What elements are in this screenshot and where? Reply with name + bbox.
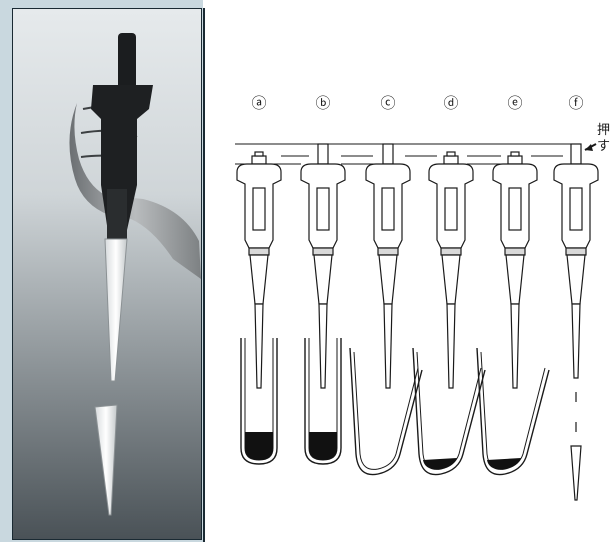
press-label-line2: す	[597, 139, 610, 154]
procedure-diagram-drawing: ⓐ ⓑ ⓒ ⓓ ⓔ ⓕ 押 す	[205, 8, 611, 542]
step-label-b: ⓑ	[315, 94, 330, 112]
pipette-sequence	[237, 144, 598, 500]
plunger-knob	[255, 152, 263, 156]
photo-panel	[0, 0, 203, 542]
grip-ring	[441, 248, 461, 255]
press-label-line1: 押	[597, 123, 610, 138]
ejected-tip	[571, 446, 581, 500]
pipette-tip	[447, 304, 455, 388]
pipette-shaft	[567, 255, 585, 304]
plunger-cap	[252, 156, 266, 164]
liquid-sample	[309, 432, 337, 460]
pipette-tip	[511, 304, 519, 388]
volume-window	[382, 188, 394, 230]
pipette-photo-drawing	[13, 9, 201, 539]
volume-window	[570, 188, 582, 230]
plunger-rod	[383, 144, 393, 164]
plunger-cap	[508, 156, 522, 164]
plunger-knob	[447, 152, 455, 156]
pipette-tip	[384, 304, 392, 388]
pipette-tip	[255, 304, 263, 388]
step-label-d: ⓓ	[443, 94, 458, 112]
plunger-knob	[511, 152, 519, 156]
pipette-shaft	[379, 255, 397, 304]
pipette-shaft	[506, 255, 524, 304]
volume-window	[317, 188, 329, 230]
plunger-rod	[571, 144, 581, 164]
pipette-tip	[319, 304, 327, 388]
pipette-shaft	[314, 255, 332, 304]
pipette-shaft-end	[572, 304, 580, 378]
volume-window	[253, 188, 265, 230]
grip-ring	[249, 248, 269, 255]
pipette-shaft	[250, 255, 268, 304]
volume-window	[445, 188, 457, 230]
step-label-a: ⓐ	[251, 94, 266, 112]
plunger-rod	[318, 144, 328, 164]
liquid-residue	[423, 458, 457, 469]
plunger-button	[118, 33, 136, 93]
volume-window	[509, 188, 521, 230]
procedure-diagram: ⓐ ⓑ ⓒ ⓓ ⓔ ⓕ 押 す	[205, 8, 611, 542]
grip-ring	[378, 248, 398, 255]
plunger-cap	[444, 156, 458, 164]
liquid-residue	[487, 458, 521, 469]
liquid-sample	[245, 432, 273, 460]
pipette-photo	[12, 8, 202, 540]
grip-ring	[313, 248, 333, 255]
step-label-c: ⓒ	[380, 94, 395, 112]
pipette-shaft	[442, 255, 460, 304]
step-label-f: ⓕ	[568, 94, 583, 112]
step-label-e: ⓔ	[507, 94, 522, 112]
grip-ring	[505, 248, 525, 255]
press-arrowhead	[585, 144, 593, 151]
pipette-shaft	[107, 189, 127, 239]
grip-ring	[566, 248, 586, 255]
